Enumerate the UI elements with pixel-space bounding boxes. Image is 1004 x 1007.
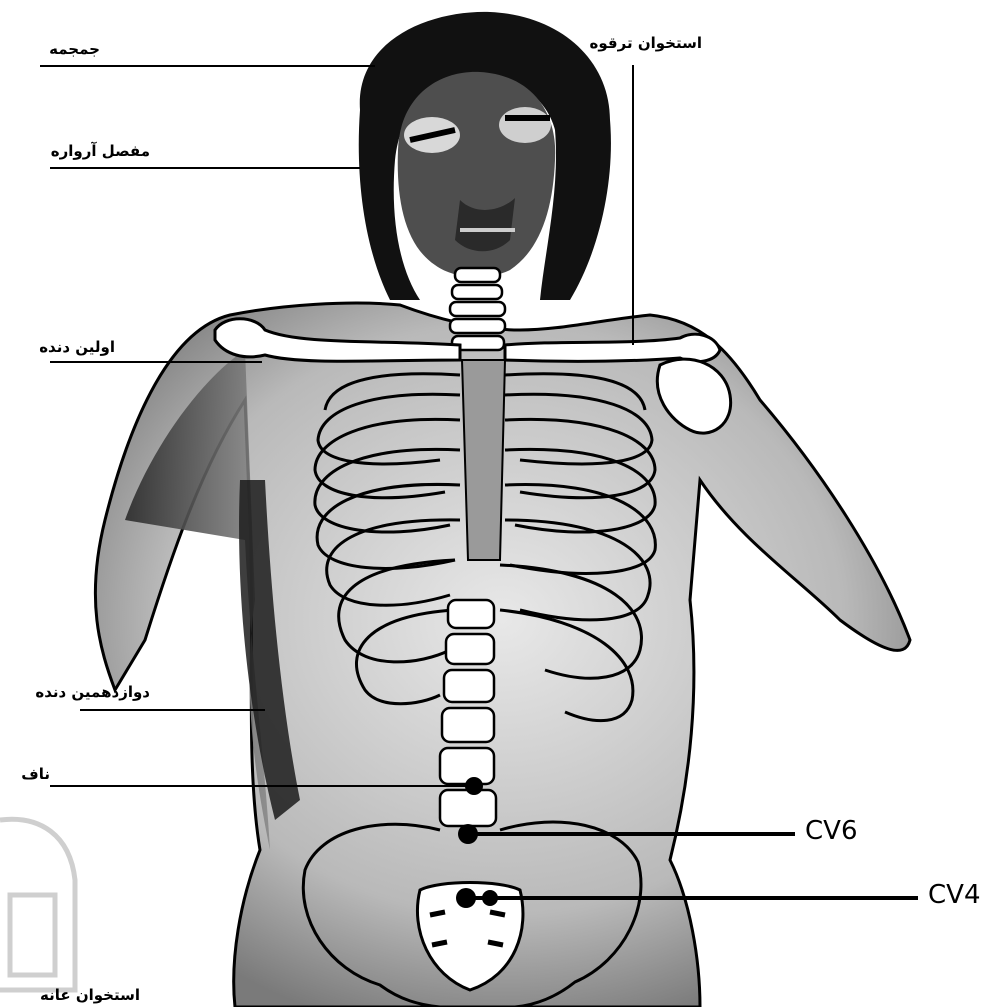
cv4-point [456, 888, 476, 908]
label-cv4: CV4 [928, 880, 980, 910]
head [359, 12, 611, 300]
watermark-seal [0, 819, 75, 990]
label-clavicle: استخوان ترقوه [590, 34, 702, 52]
label-twelfth-rib: دوازدهمین دنده [35, 683, 150, 701]
label-skull: جمجمه [49, 40, 100, 58]
label-cv6: CV6 [805, 816, 857, 846]
label-first-rib: اولین دنده [39, 338, 115, 356]
sternum [462, 360, 505, 560]
label-pubic-bone: استخوان عانه [40, 986, 140, 1004]
label-jaw-joint: مفصل آرواره [51, 142, 150, 160]
cv6-point [458, 824, 478, 844]
label-navel: ناف [21, 765, 50, 783]
navel-point [465, 777, 483, 795]
cervical-spine [450, 268, 505, 350]
